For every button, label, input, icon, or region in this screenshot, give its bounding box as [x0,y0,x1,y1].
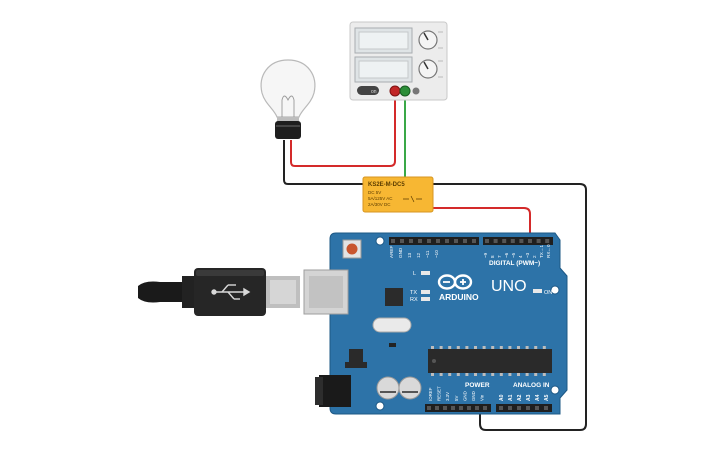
header-pin-hole[interactable] [467,406,471,410]
power-pin-label: 5V [454,396,459,401]
pin-label: ~9 [483,252,488,258]
terminal-positive[interactable] [389,85,401,97]
header-pin-hole[interactable] [502,239,507,243]
header-pin-hole[interactable] [463,239,467,243]
wire-black-gnd[interactable] [283,140,587,431]
analog-label: ANALOG IN [513,382,550,389]
pin-label: 12 [416,252,421,258]
pin-label: RX←0 [546,244,551,258]
led-rx-label: RX [410,297,418,303]
pin-label: 13 [407,252,412,258]
header-pin-hole[interactable] [483,406,487,410]
pin-label: 7 [497,255,502,258]
header-pin-hole[interactable] [517,406,521,410]
pin-label: ~11 [425,250,430,258]
power-supply[interactable]: on [349,21,448,101]
relay-spec-1: DC 5V [368,190,381,195]
terminal-negative[interactable] [399,85,411,97]
pin-label: 4 [518,255,523,258]
microcontroller-chip [428,346,552,376]
power-switch-label: on [371,89,377,95]
relay-module[interactable]: KS2E-M-DC5 DC 5V 5A/125V AC 2A/30V DC [362,176,434,213]
header-pin-hole[interactable] [528,239,532,243]
header-pin-hole[interactable] [427,406,431,410]
header-pin-hole[interactable] [545,239,550,243]
header-pin-hole[interactable] [443,406,447,410]
header-pin-hole[interactable] [493,239,498,243]
analog-pin-label: A2 [517,394,523,401]
header-pin-hole[interactable] [427,239,431,243]
relay-spec-3: 2A/30V DC [368,202,391,207]
header-pin-hole[interactable] [472,239,476,243]
wire-red-signal[interactable] [432,207,531,240]
arduino-uno-board[interactable]: L TX RX ON ARDUINO UNO AREF GND 13 12 ~11 ~10… [303,232,568,415]
header-pin-hole[interactable] [445,239,449,243]
power-label: POWER [465,382,490,389]
power-pin-label: Vin [480,394,485,401]
header-pin-hole[interactable] [475,406,479,410]
brand-label: ARDUINO [439,292,479,302]
pin-label: 2 [532,255,537,258]
header-pin-hole[interactable] [400,239,404,243]
analog-pin-label: A1 [508,394,514,401]
led-on-label: ON [544,290,552,296]
arduino-logo [437,274,473,290]
model-label: UNO [491,278,527,295]
led-l-label: L [413,271,416,277]
header-pin-hole[interactable] [459,406,463,410]
header-pin-hole[interactable] [544,406,548,410]
header-pin-hole[interactable] [485,239,489,243]
analog-pin-label: A5 [544,394,550,401]
header-pin-hole[interactable] [454,239,458,243]
header-pin-hole[interactable] [435,406,439,410]
relay-spec-2: 5A/125V AC [368,196,393,201]
power-jack[interactable] [315,375,351,407]
power-pin-label: GND [471,391,476,401]
header-pin-hole[interactable] [409,239,413,243]
wires [283,92,587,431]
header-pin-hole[interactable] [536,239,541,243]
pin-label: ~5 [511,252,516,258]
analog-pin-label: A3 [526,394,532,401]
relay-model-label: KS2E-M-DC5 [368,182,405,188]
header-pin-hole[interactable] [526,406,530,410]
header-pin-hole[interactable] [418,239,422,243]
header-pin-hole[interactable] [451,406,455,410]
digital-label: DIGITAL (PWM~) [489,260,540,267]
usb-icon [211,284,251,300]
header-pin-hole[interactable] [499,406,503,410]
header-pin-hole[interactable] [436,239,440,243]
light-bulb[interactable] [260,59,316,139]
pin-label: 8 [490,255,495,258]
power-pin-label: RESET [437,386,442,401]
header-pin-hole[interactable] [535,406,539,410]
power-pin-label: 3.3V [445,392,450,401]
pin-label: AREF [389,246,394,258]
reset-button[interactable] [342,239,362,259]
power-switch[interactable] [357,86,379,95]
pin-label: ~6 [504,252,509,258]
wire-red-bulb[interactable] [290,92,396,167]
pin-label: ~3 [525,252,530,258]
analog-pin-label: A0 [499,394,505,401]
header-pin-hole[interactable] [510,239,515,243]
led-tx-label: TX [410,290,417,296]
header-pin-hole[interactable] [519,239,524,243]
power-pin-label: GND [462,391,467,401]
header-pin-hole[interactable] [508,406,512,410]
power-header[interactable] [425,404,552,412]
pin-label: GND [398,247,403,258]
terminal-ground[interactable] [412,87,420,95]
pin-label: TX→1 [539,245,544,258]
analog-pin-label: A4 [535,394,541,401]
power-pin-label: IOREF [428,387,433,401]
pin-label: ~10 [434,250,439,258]
led-indicators: L TX RX ON [410,271,552,303]
usb-cable[interactable] [138,268,300,316]
header-pin-hole[interactable] [391,239,395,243]
